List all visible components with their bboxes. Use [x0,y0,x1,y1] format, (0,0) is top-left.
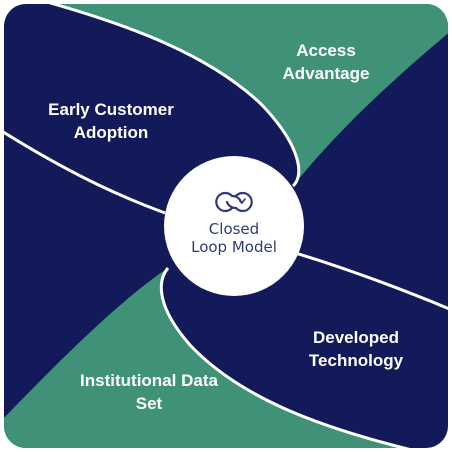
separator-bottom [159,267,421,448]
center-title-line-1: Closed [209,220,259,238]
label-developed-technology-line-1: Developed [313,328,399,347]
label-institutional-data-set-line-1: Institutional Data [80,371,218,390]
separator-top [39,4,301,188]
separator-left [4,128,166,215]
separator-right [284,248,448,312]
center-circle [164,156,304,296]
segment-access-advantage [40,4,448,186]
loop-icon [215,191,253,213]
label-developed-technology-line-2: Technology [309,351,404,370]
label-institutional-data-set-line-2: Set [136,394,163,413]
label-early-customer-adoption-line-2: Adoption [74,123,149,142]
label-early-customer-adoption-line-1: Early Customer [48,100,174,119]
label-access-advantage-line-2: Advantage [283,64,370,83]
center-title-line-2: Loop Model [191,238,277,256]
label-access-advantage-line-1: Access [296,41,356,60]
segment-institutional-data-set [4,268,420,448]
